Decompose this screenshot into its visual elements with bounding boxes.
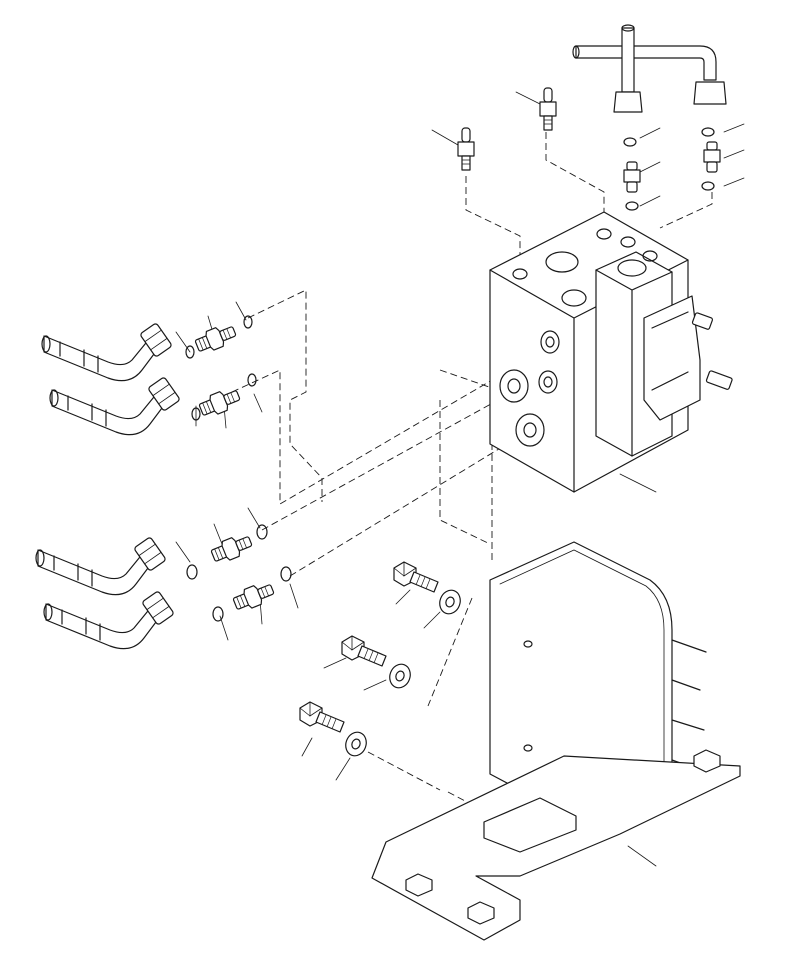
pressure-sensor-right xyxy=(539,87,557,131)
mounting-bolt-1 xyxy=(393,561,439,593)
leader-lines xyxy=(175,91,745,867)
hose-fitting-3 xyxy=(208,531,255,566)
top-adapter-fitting xyxy=(623,161,641,193)
hose-assembly-2 xyxy=(49,376,181,436)
hose-fitting-1 xyxy=(192,321,239,356)
top-o-rings xyxy=(623,127,715,211)
mounting-bolt-3 xyxy=(299,701,345,733)
tee-pipe xyxy=(572,24,727,113)
right-adapter-fitting xyxy=(703,141,721,173)
hose-assembly-3 xyxy=(35,536,167,596)
mounting-bolt-2 xyxy=(341,635,387,667)
hose-assembly-4 xyxy=(43,590,175,650)
pressure-sensor-left xyxy=(457,127,475,171)
mounting-bracket xyxy=(371,541,741,941)
control-valve-block xyxy=(489,211,733,493)
hose-fitting-4 xyxy=(230,579,277,614)
washer-1 xyxy=(435,586,465,618)
hose-fitting-2 xyxy=(196,385,243,420)
hose-assembly-1 xyxy=(41,322,173,382)
washer-2 xyxy=(385,660,415,692)
washer-3 xyxy=(341,728,371,760)
fitting-o-rings xyxy=(185,315,292,622)
